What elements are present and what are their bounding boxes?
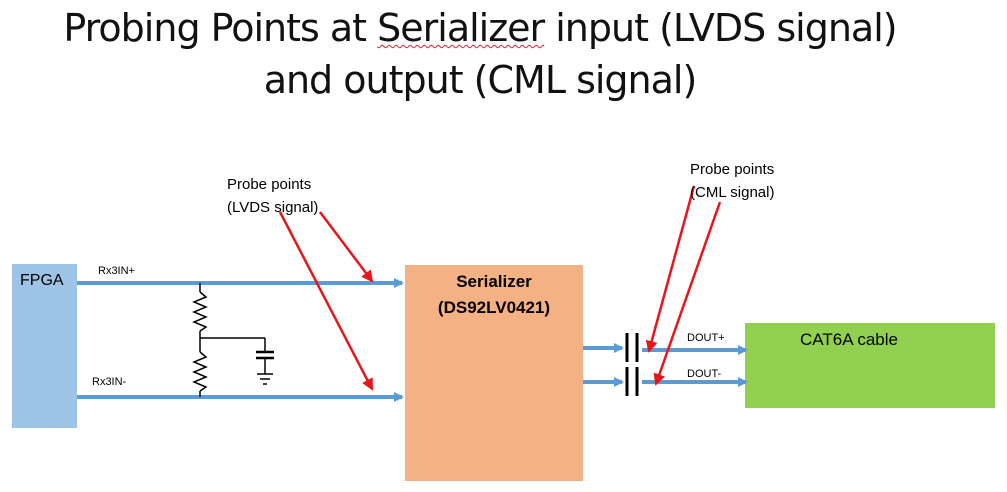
cml-probe-arrow-neg	[653, 201, 722, 386]
title-text-serializer: Serializer	[377, 6, 545, 50]
cat6a-cable-block	[745, 323, 995, 408]
serializer-label: Serializer	[456, 272, 532, 291]
lvds-probe-label-line-2: (LVDS signal)	[227, 199, 319, 216]
fpga-label: FPGA	[20, 272, 64, 289]
title-text-end: input (LVDS signal)	[544, 6, 897, 50]
diagram-title-line-1: Probing Points at Serializer input (LVDS…	[0, 6, 960, 50]
lvds-probe-label-line-1: Probe points	[227, 176, 312, 193]
fpga-block	[12, 264, 77, 428]
dout-pos-label: DOUT+	[687, 332, 725, 344]
rx3in-pos-label: Rx3IN+	[98, 265, 135, 277]
title-text-start: Probing Points at	[63, 6, 378, 50]
serializer-part-number: (DS92LV0421)	[437, 298, 551, 317]
cml-probe-label-line-1: Probe points	[690, 161, 775, 178]
ac-coupling-capacitors	[625, 333, 639, 396]
dout-neg-label: DOUT-	[687, 368, 722, 380]
rx3in-neg-label: Rx3IN-	[92, 376, 127, 388]
serializer-block	[405, 265, 583, 481]
termination-network	[192, 283, 274, 397]
cml-probe-label-line-2: (CML signal)	[690, 184, 775, 201]
cat6a-cable-label: CAT6A cable	[800, 330, 898, 349]
cml-probe-arrow-pos	[645, 185, 696, 353]
lvds-probe-arrow-pos	[319, 211, 374, 283]
diagram-title-line-2: and output (CML signal)	[263, 58, 698, 102]
lvds-probe-arrow-neg	[278, 211, 374, 391]
